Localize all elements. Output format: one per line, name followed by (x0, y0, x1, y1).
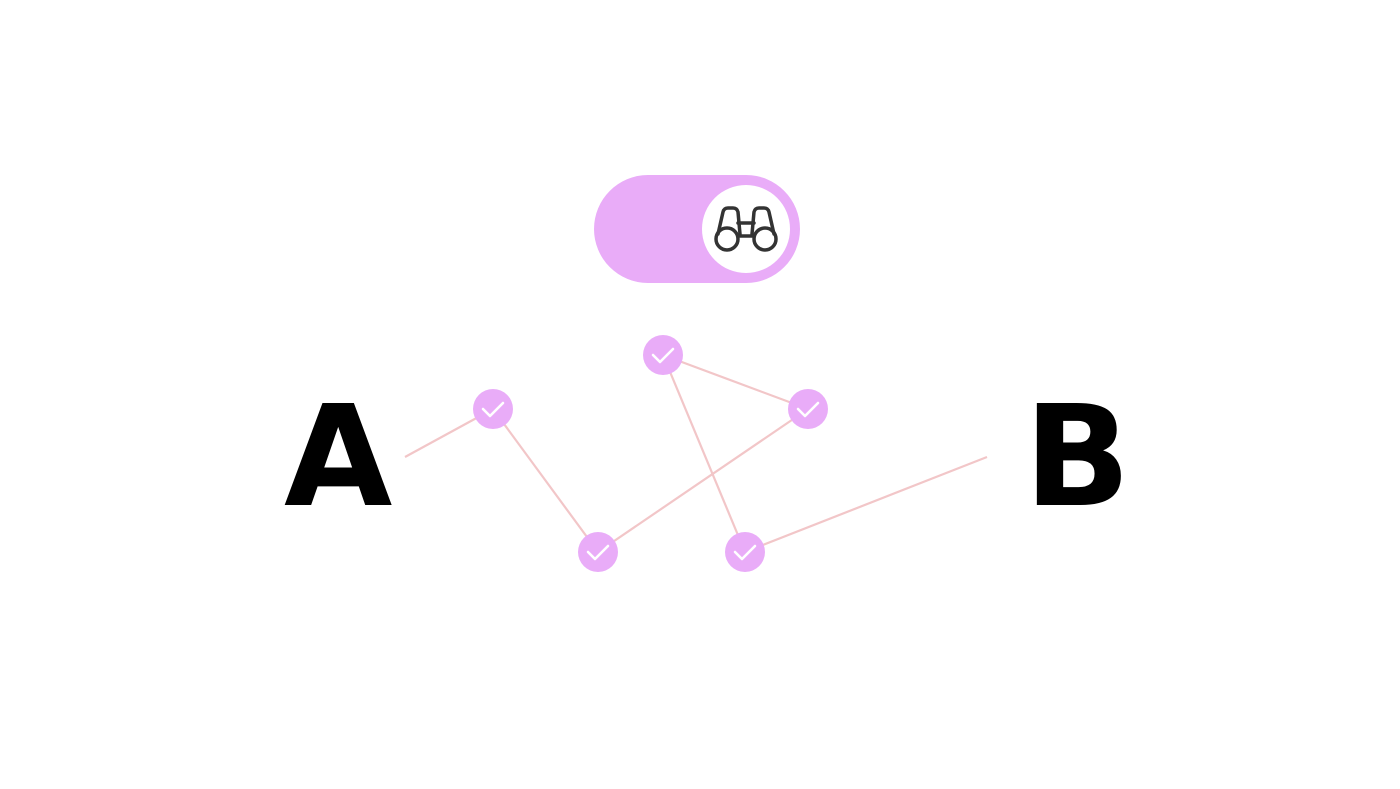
checkpoint-node-2 (578, 532, 618, 572)
path-edges (404, 353, 988, 554)
checkpoint-circle (643, 335, 683, 375)
check-icon (796, 401, 820, 418)
checkpoint-circle (788, 389, 828, 429)
checkpoint-node-4 (643, 335, 683, 375)
checkpoint-node-1 (473, 389, 513, 429)
endpoint-b-label: B (1024, 376, 1131, 539)
path-edge-4 (662, 353, 809, 411)
path-edge-5 (661, 354, 747, 553)
checkpoint-circle (578, 532, 618, 572)
path-edge-6 (744, 455, 988, 554)
path-edge-3 (597, 408, 809, 553)
checkpoint-circle (725, 532, 765, 572)
endpoint-a-label: A (284, 376, 393, 539)
checkpoint-circle (473, 389, 513, 429)
check-icon (586, 544, 610, 561)
binoculars-icon (714, 206, 778, 252)
checkpoint-node-3 (788, 389, 828, 429)
check-icon (733, 544, 757, 561)
check-icon (651, 347, 675, 364)
check-icon (481, 401, 505, 418)
toggle-knob[interactable] (702, 185, 790, 273)
path-edge-2 (492, 408, 599, 553)
checkpoint-node-5 (725, 532, 765, 572)
